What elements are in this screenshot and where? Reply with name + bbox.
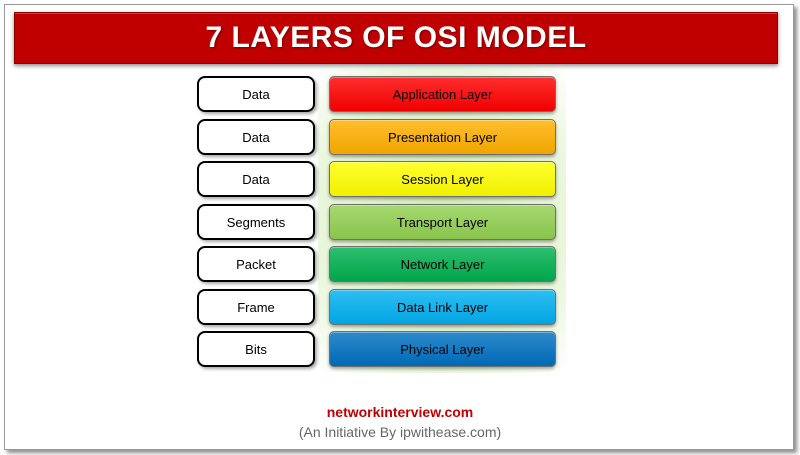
title-banner: 7 LAYERS OF OSI MODEL: [14, 12, 778, 64]
data-unit-box: Frame: [197, 289, 315, 325]
data-unit-box: Data: [197, 161, 315, 197]
osi-layer-box: Physical Layer: [329, 331, 556, 367]
data-unit-box: Data: [197, 119, 315, 155]
osi-layer-box: Transport Layer: [329, 204, 556, 240]
footer-tagline: (An Initiative By ipwithease.com): [298, 424, 502, 440]
osi-layer-box: Application Layer: [329, 76, 556, 112]
data-unit-box: Data: [197, 76, 315, 112]
data-unit-box: Packet: [197, 246, 315, 282]
page-title: 7 LAYERS OF OSI MODEL: [205, 21, 587, 54]
osi-layer-box: Session Layer: [329, 161, 556, 197]
data-unit-box: Segments: [197, 204, 315, 240]
footer-site-name: networkinterview.com: [326, 404, 474, 420]
osi-layer-box: Presentation Layer: [329, 119, 556, 155]
osi-layer-box: Network Layer: [329, 246, 556, 282]
osi-layer-box: Data Link Layer: [329, 289, 556, 325]
data-unit-box: Bits: [197, 331, 315, 367]
